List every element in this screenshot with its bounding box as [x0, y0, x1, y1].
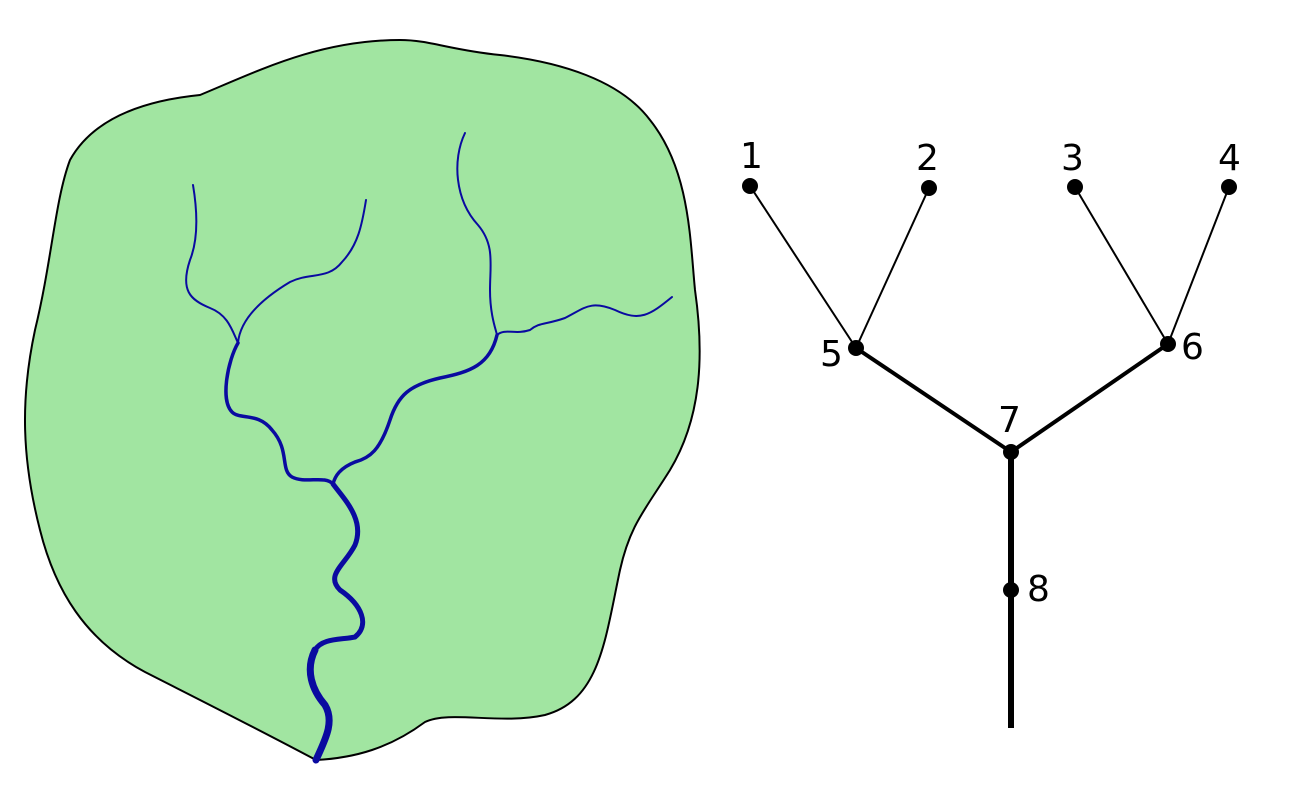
tree-label-7: 7 [998, 400, 1021, 441]
tree-node-1 [742, 178, 758, 194]
tree-label-3: 3 [1061, 138, 1084, 179]
tree-label-4: 4 [1218, 138, 1241, 179]
edge-1-5 [749, 185, 857, 349]
edge-2-5 [855, 187, 930, 349]
stream-main-channel [312, 481, 366, 653]
tree-node-7 [1003, 444, 1019, 460]
stream-headwater-3 [456, 132, 498, 336]
tree-node-8 [1003, 582, 1019, 598]
edge-6-7 [1009, 342, 1170, 454]
watershed [24, 38, 701, 762]
stream-headwater-4 [496, 296, 673, 336]
tree-label-2: 2 [916, 138, 939, 179]
edge-3-6 [1074, 186, 1169, 345]
stream-second-order-right [331, 333, 499, 486]
tree-labels: 1 2 3 4 5 6 7 8 [740, 136, 1241, 610]
tree-node-2 [921, 180, 937, 196]
tree-node-5 [848, 340, 864, 356]
tree-label-5: 5 [820, 334, 843, 375]
stream-headwater-1 [185, 184, 239, 344]
tree-nodes [742, 178, 1237, 598]
stream-outlet [306, 646, 333, 764]
tree-node-4 [1221, 179, 1237, 195]
tree-label-6: 6 [1181, 327, 1204, 368]
watershed-boundary [24, 38, 701, 762]
stream-tree [749, 185, 1230, 728]
edge-5-7 [854, 346, 1013, 454]
river-network [185, 132, 673, 764]
tree-node-6 [1160, 336, 1176, 352]
stream-second-order-left [224, 341, 335, 486]
edge-4-6 [1167, 186, 1230, 345]
tree-label-1: 1 [740, 136, 763, 177]
tree-node-3 [1067, 179, 1083, 195]
stream-headwater-2 [237, 199, 367, 344]
tree-label-8: 8 [1027, 569, 1050, 610]
